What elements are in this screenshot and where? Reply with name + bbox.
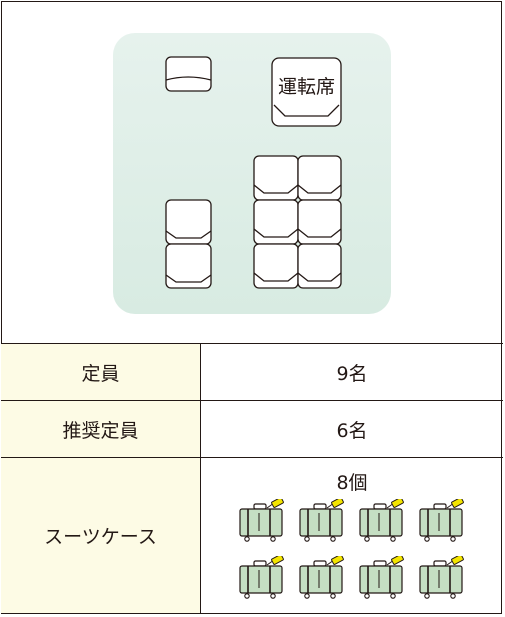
- seat-layout-diagram: 運転席: [113, 33, 391, 314]
- luggage-value: 8個: [336, 472, 368, 494]
- suitcase-icon: [297, 554, 347, 605]
- suitcase-icon: [357, 554, 407, 605]
- suitcase-icon: [297, 497, 347, 548]
- left-seat-column: [165, 199, 212, 289]
- recommended-value: 6名: [200, 400, 503, 458]
- suitcase-icon: [357, 497, 407, 548]
- driver-seat-label: 運転席: [278, 76, 335, 98]
- suitcase-icon: [237, 554, 287, 605]
- vehicle-floor: [113, 33, 391, 314]
- luggage-cell: 8個: [200, 457, 503, 613]
- spec-table: 定員 9名 推奨定員 6名 スーツケース 8個: [1, 343, 503, 613]
- suitcase-icon: [417, 554, 467, 605]
- suitcase-icon: [417, 497, 467, 548]
- suitcase-icon-grid: [201, 497, 503, 605]
- capacity-label: 定員: [1, 343, 201, 401]
- recommended-row: 推奨定員 6名: [1, 400, 503, 458]
- luggage-row: スーツケース 8個: [1, 457, 503, 613]
- driver-seat: 運転席: [271, 57, 342, 127]
- capacity-row: 定員 9名: [1, 343, 503, 401]
- recommended-label: 推奨定員: [1, 400, 201, 458]
- capacity-value: 9名: [200, 343, 503, 401]
- right-seat-block: [253, 155, 342, 289]
- luggage-label: スーツケース: [1, 457, 201, 613]
- front-passenger-seat: [165, 56, 212, 92]
- suitcase-icon: [237, 497, 287, 548]
